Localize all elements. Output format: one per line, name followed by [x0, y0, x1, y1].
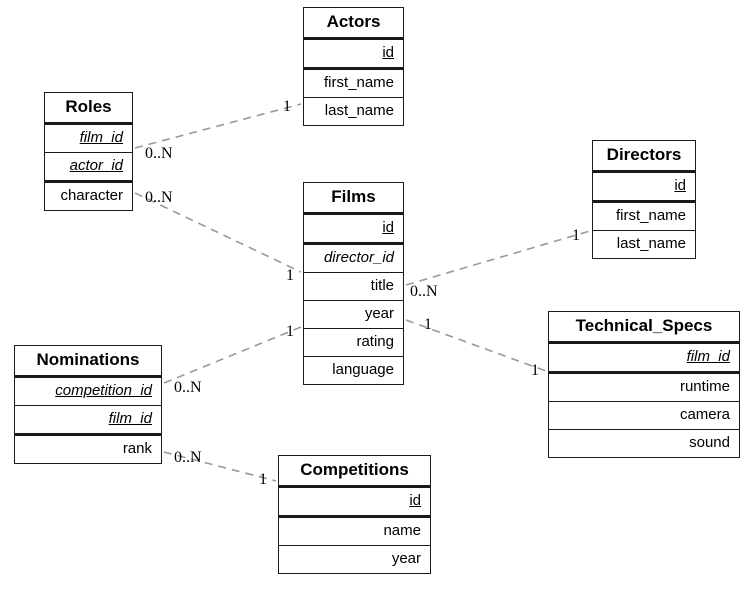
cardinality-nominations-competitions-source: 0..N [174, 449, 202, 466]
attribute-nominations-competition_id[interactable]: competition_id [15, 376, 161, 405]
attribute-roles-film_id[interactable]: film_id [45, 123, 132, 152]
cardinality-films-directors-source: 0..N [410, 283, 438, 300]
attribute-actors-first_name[interactable]: first_name [304, 68, 403, 97]
relationship-line-roles-actors [134, 103, 302, 149]
attribute-technical_specs-camera[interactable]: camera [549, 400, 739, 429]
cardinality-nominations-competitions-target: 1 [259, 471, 267, 488]
attribute-technical_specs-sound[interactable]: sound [549, 428, 739, 457]
attribute-nominations-film_id[interactable]: film_id [15, 404, 161, 435]
cardinality-roles-actors-target: 1 [283, 98, 291, 115]
attribute-films-id[interactable]: id [304, 213, 403, 244]
cardinality-nominations-films-target: 1 [286, 323, 294, 340]
cardinality-films-technical_specs-source: 1 [424, 316, 432, 333]
attribute-nominations-rank[interactable]: rank [15, 434, 161, 463]
cardinality-nominations-films-source: 0..N [174, 379, 202, 396]
attribute-films-year[interactable]: year [304, 299, 403, 328]
attribute-directors-first_name[interactable]: first_name [593, 201, 695, 230]
cardinality-roles-films-source: 0..N [145, 189, 173, 206]
relationship-line-nominations-films [163, 326, 302, 384]
attribute-competitions-year[interactable]: year [279, 544, 430, 573]
entity-title-directors: Directors [593, 141, 695, 172]
attribute-actors-last_name[interactable]: last_name [304, 96, 403, 125]
entity-title-technical_specs: Technical_Specs [549, 312, 739, 343]
entity-title-roles: Roles [45, 93, 132, 124]
attribute-competitions-id[interactable]: id [279, 486, 430, 517]
attribute-roles-character[interactable]: character [45, 181, 132, 210]
attribute-films-rating[interactable]: rating [304, 327, 403, 356]
entity-title-actors: Actors [304, 8, 403, 39]
entity-title-nominations: Nominations [15, 346, 161, 377]
attribute-competitions-name[interactable]: name [279, 516, 430, 545]
attribute-actors-id[interactable]: id [304, 38, 403, 69]
entity-title-films: Films [304, 183, 403, 214]
attribute-roles-actor_id[interactable]: actor_id [45, 151, 132, 182]
attribute-films-language[interactable]: language [304, 355, 403, 384]
attribute-directors-last_name[interactable]: last_name [593, 229, 695, 258]
cardinality-roles-actors-source: 0..N [145, 145, 173, 162]
cardinality-films-directors-target: 1 [572, 227, 580, 244]
attribute-technical_specs-film_id[interactable]: film_id [549, 342, 739, 373]
cardinality-roles-films-target: 1 [286, 267, 294, 284]
entity-title-competitions: Competitions [279, 456, 430, 487]
attribute-films-director_id[interactable]: director_id [304, 243, 403, 272]
relationship-line-films-directors [405, 230, 591, 286]
attribute-films-title[interactable]: title [304, 271, 403, 300]
attribute-technical_specs-runtime[interactable]: runtime [549, 372, 739, 401]
cardinality-films-technical_specs-target: 1 [531, 362, 539, 379]
attribute-directors-id[interactable]: id [593, 171, 695, 202]
